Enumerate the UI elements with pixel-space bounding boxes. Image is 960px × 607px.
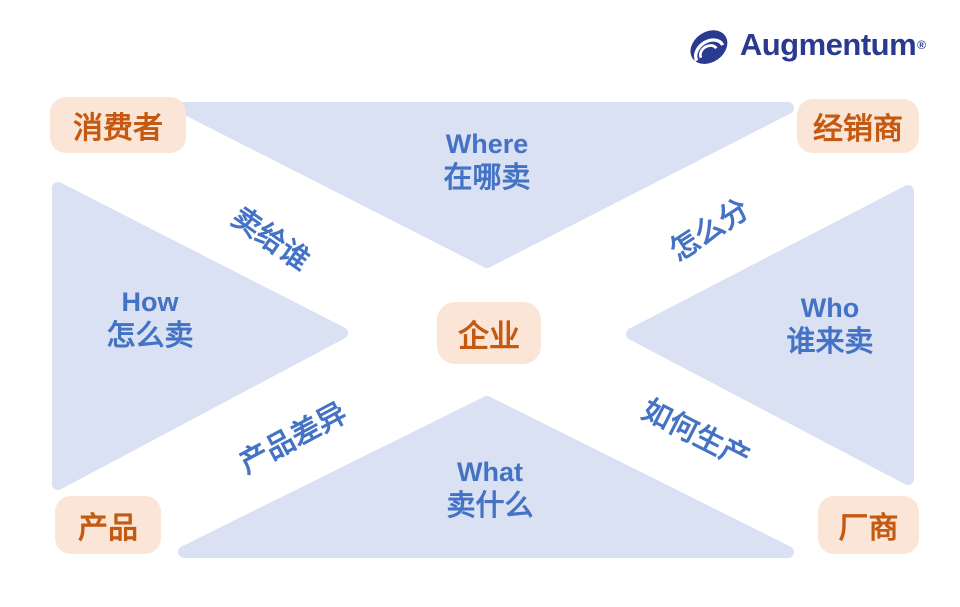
quadrant-right-en: Who [800, 293, 860, 323]
registered-mark: ® [917, 38, 926, 52]
chip-distributor: 经销商 [797, 99, 919, 153]
quadrant-bottom-en: What [457, 457, 523, 487]
triangle-bottom [178, 396, 794, 558]
triangle-top [178, 102, 794, 268]
chip-product: 产品 [55, 496, 161, 554]
augmentum-swirl-icon [690, 30, 728, 64]
chip-manufacturer: 厂商 [818, 496, 919, 554]
triangle-right [626, 185, 914, 485]
quadrant-top-en: Where [445, 129, 529, 159]
augmentum-logo: Augmentum® [688, 24, 926, 66]
quadrant-label-bottom: What 卖什么 [390, 456, 590, 524]
quadrant-left-en: How [121, 287, 179, 317]
chip-enterprise: 企业 [437, 302, 541, 364]
quadrant-label-right: Who 谁来卖 [730, 292, 930, 360]
quadrant-right-zh: 谁来卖 [786, 325, 874, 358]
quadrant-top-zh: 在哪卖 [443, 161, 531, 194]
quadrant-bottom-zh: 卖什么 [446, 489, 534, 522]
logo-wordmark: Augmentum [739, 27, 917, 62]
triangle-left [52, 182, 348, 490]
chip-consumer: 消费者 [50, 97, 186, 153]
quadrant-left-zh: 怎么卖 [106, 319, 194, 352]
quadrant-label-left: How 怎么卖 [50, 286, 250, 354]
quadrant-label-top: Where 在哪卖 [387, 128, 587, 196]
